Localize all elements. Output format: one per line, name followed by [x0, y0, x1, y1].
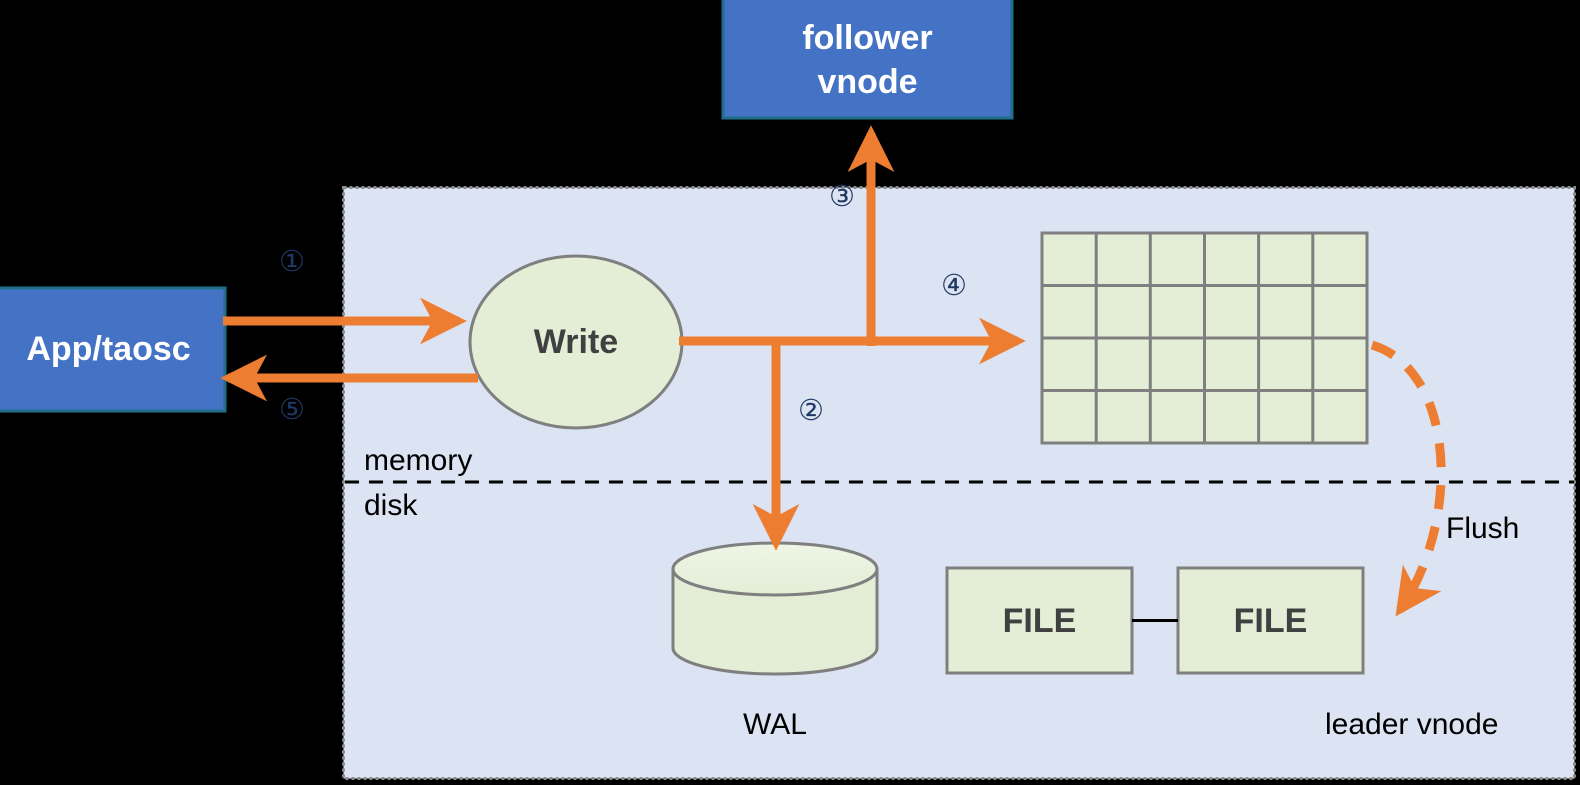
follower-vnode-label-line2: vnode — [817, 63, 918, 101]
file-box-2-label: FILE — [1233, 602, 1308, 640]
file-box-1[interactable] — [945, 566, 1134, 675]
step-4-number: ④ — [941, 270, 967, 302]
file-box-2[interactable] — [1176, 566, 1365, 675]
wal-label: WAL — [743, 708, 807, 741]
memtable-grid[interactable] — [1040, 231, 1369, 445]
write-label: Write — [533, 323, 619, 361]
follower-vnode-box[interactable] — [721, 0, 1014, 120]
leader-vnode-label: leader vnode — [1325, 708, 1499, 741]
step-5-number: ⑤ — [279, 394, 305, 426]
step-1-number: ① — [279, 246, 305, 278]
follower-vnode-label-line1: follower — [802, 19, 933, 57]
disk-label: disk — [364, 489, 418, 522]
step-3-number: ③ — [829, 181, 855, 213]
flush-label: Flush — [1446, 512, 1520, 545]
app-taosc-label: App/taosc — [26, 330, 191, 368]
file-box-1-label: FILE — [1002, 602, 1077, 640]
flush-arrow — [1370, 340, 1446, 617]
wal-cylinder[interactable] — [671, 541, 879, 676]
step-2-number: ② — [798, 395, 824, 427]
memory-label: memory — [364, 444, 473, 477]
app-taosc-box[interactable] — [0, 286, 227, 413]
